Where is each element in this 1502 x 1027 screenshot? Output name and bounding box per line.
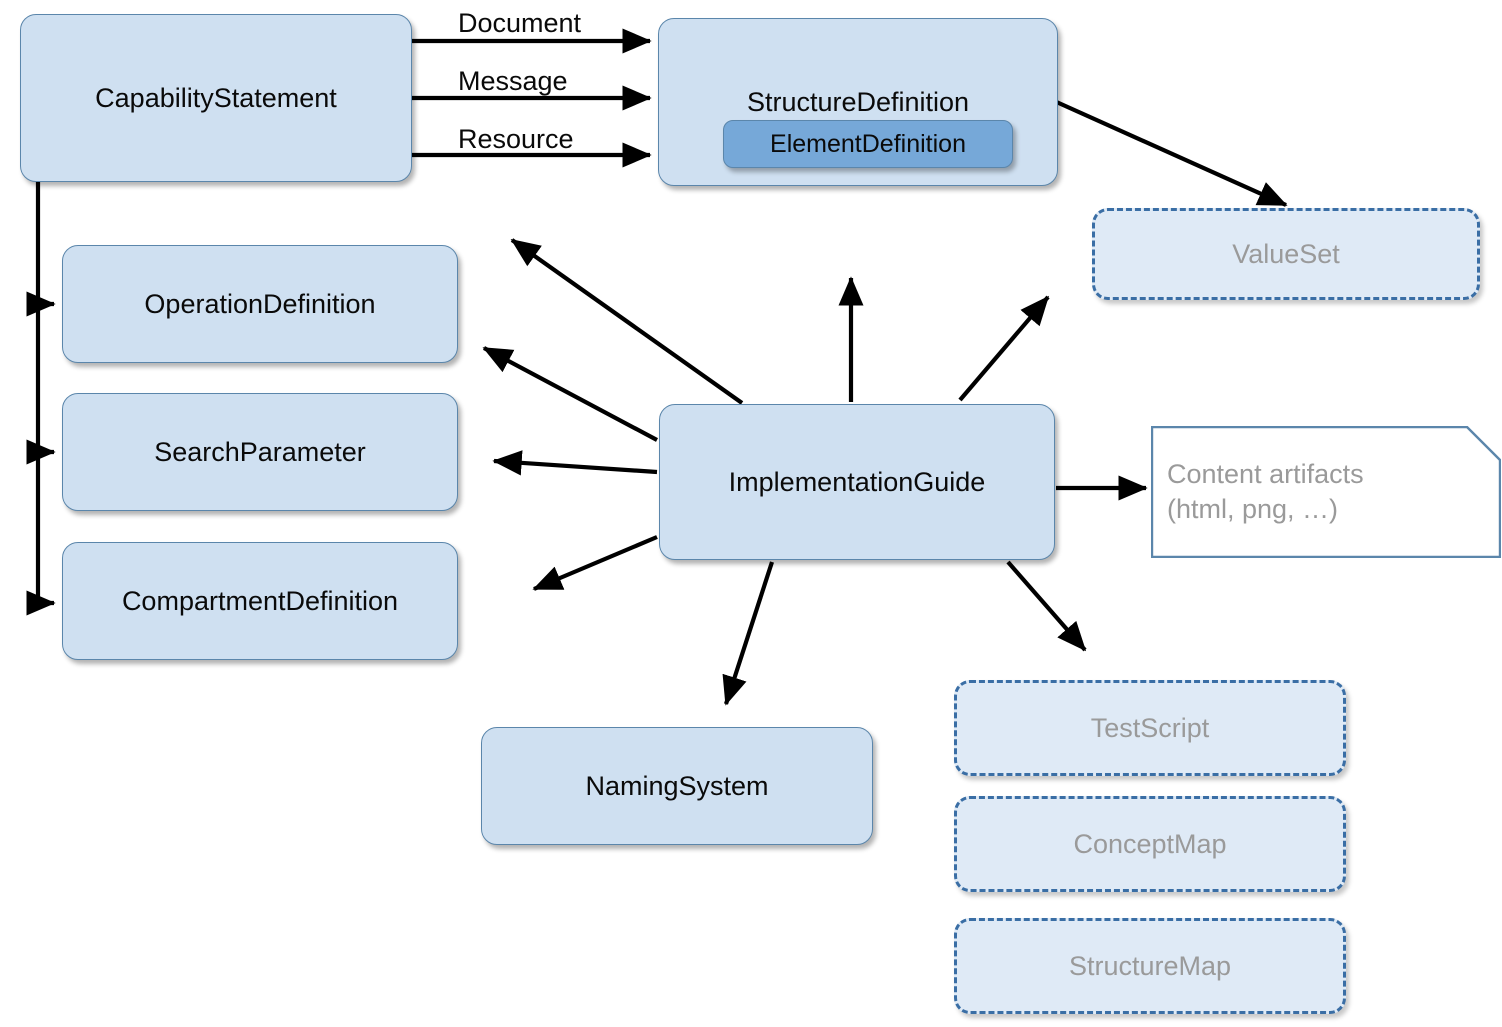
node-label-contentartifacts: Content artifacts(html, png, …) [1167,458,1364,524]
note-shape [1151,426,1501,558]
edge-label-message: Message [458,66,568,96]
edge-implementationguide-namingsystem [722,561,774,706]
node-namingsystem[interactable]: NamingSystem [481,727,873,845]
node-label-structuremap: StructureMap [1068,950,1232,981]
node-searchparameter[interactable]: SearchParameter [62,393,458,511]
edge-implementationguide-testscript [1006,560,1087,652]
node-operationdefinition[interactable]: OperationDefinition [62,245,458,363]
node-conceptmap[interactable]: ConceptMap [954,796,1346,892]
edge-implementationguide-compartmentdefinition [532,535,658,591]
node-elementdefinition[interactable]: ElementDefinition [723,120,1013,168]
node-label-implementationguide: ImplementationGuide [728,466,986,497]
node-label-testscript: TestScript [1090,712,1210,743]
edge-label-resource: Resource [458,124,574,154]
node-label-operationdefinition: OperationDefinition [144,288,376,319]
node-label-conceptmap: ConceptMap [1073,828,1227,859]
edge-implementationguide-searchparameter [492,450,658,476]
node-label-namingsystem: NamingSystem [585,770,769,801]
node-label-compartmentdefinition: CompartmentDefinition [121,585,399,616]
edge-capabilitystatement-compartmentdefinition [26,452,56,616]
node-implementationguide[interactable]: ImplementationGuide [659,404,1055,560]
edge-label-document: Document [458,8,582,38]
node-capabilitystatement[interactable]: CapabilityStatement [20,14,412,182]
node-valueset[interactable]: ValueSet [1092,208,1480,300]
node-label-structuredefinition: StructureDefinition [746,86,970,117]
edge-structuredefinition-valueset [1051,98,1288,207]
edge-implementationguide-structuredefinition [510,238,744,405]
edge-implementationguide-operationdefinition [482,346,658,442]
node-compartmentdefinition[interactable]: CompartmentDefinition [62,542,458,660]
node-contentartifacts[interactable]: Content artifacts(html, png, …) [1151,426,1501,558]
edge-capabilitystatement-operationdefinition [26,182,56,317]
node-label-capabilitystatement: CapabilityStatement [95,82,337,113]
node-label-searchparameter: SearchParameter [154,436,366,467]
edge-capabilitystatement-searchparameter [26,304,56,465]
node-label-elementdefinition: ElementDefinition [770,129,966,158]
node-label-valueset: ValueSet [1232,238,1340,269]
node-testscript[interactable]: TestScript [954,680,1346,776]
node-structuremap[interactable]: StructureMap [954,918,1346,1014]
edge-implementationguide-valueset [958,295,1050,402]
